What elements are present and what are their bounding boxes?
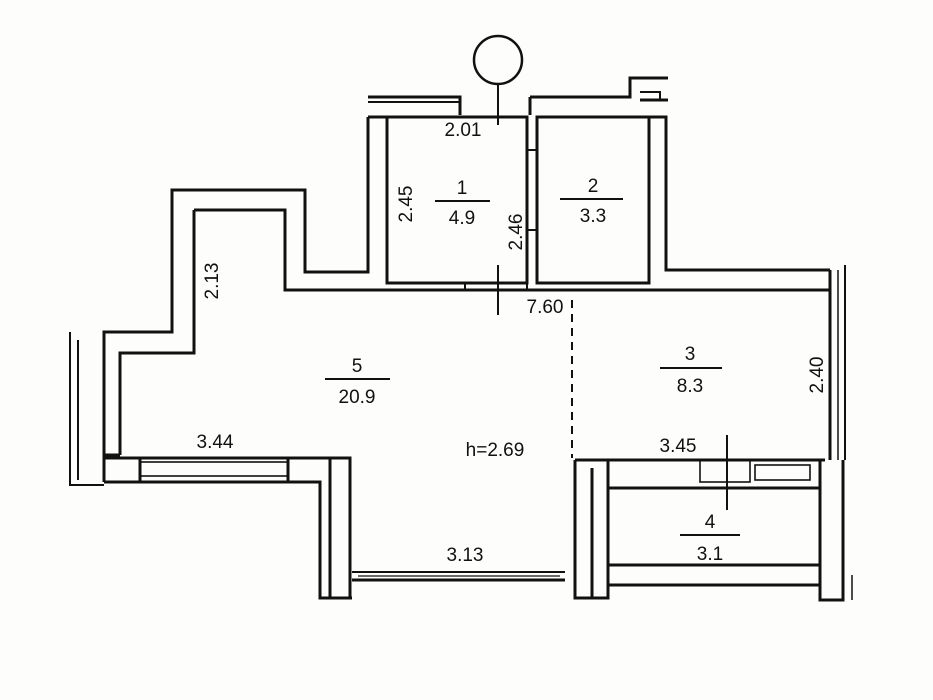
svg-text:20.9: 20.9 [339,387,376,408]
entrance-marker [472,34,524,125]
dim-total-length: 7.60 [527,297,564,318]
svg-text:2: 2 [588,176,599,197]
kitchen-walls [571,300,845,602]
svg-text:3.3: 3.3 [580,206,606,227]
dim-bottom-left: 3.44 [197,432,234,453]
svg-text:4.9: 4.9 [449,208,475,229]
left-balcony [69,332,104,486]
hall-walls [102,208,830,482]
svg-text:1: 1 [457,178,468,199]
right-window [828,265,853,600]
top-walls [368,76,668,115]
room-1-label: 1 4.9 [435,178,490,229]
svg-text:5: 5 [352,356,363,377]
ceiling-height-label: h=2.69 [466,440,525,461]
room-2-label: 2 3.3 [560,176,623,227]
svg-text:3.1: 3.1 [697,544,723,565]
svg-text:8.3: 8.3 [677,376,703,397]
room-3-label: 3 8.3 [660,344,722,397]
dim-kitchen-width: 3.45 [660,436,697,457]
room-5-label: 5 20.9 [325,356,390,408]
bathroom-block [102,115,830,455]
svg-text:3: 3 [685,344,696,365]
dim-bottom-window: 3.13 [447,545,484,566]
bottom-window [352,571,565,582]
room-4-label: 4 3.1 [680,512,740,565]
svg-text:4: 4 [705,512,716,533]
dim-right-wall: 2.40 [807,357,828,394]
dim-left-wing: 2.13 [202,263,223,300]
dim-room1-width: 2.01 [445,120,482,141]
dim-room1-2-partition: 2.46 [506,214,527,251]
dim-room1-height: 2.45 [396,186,417,223]
bottom-left-walls [104,456,352,600]
